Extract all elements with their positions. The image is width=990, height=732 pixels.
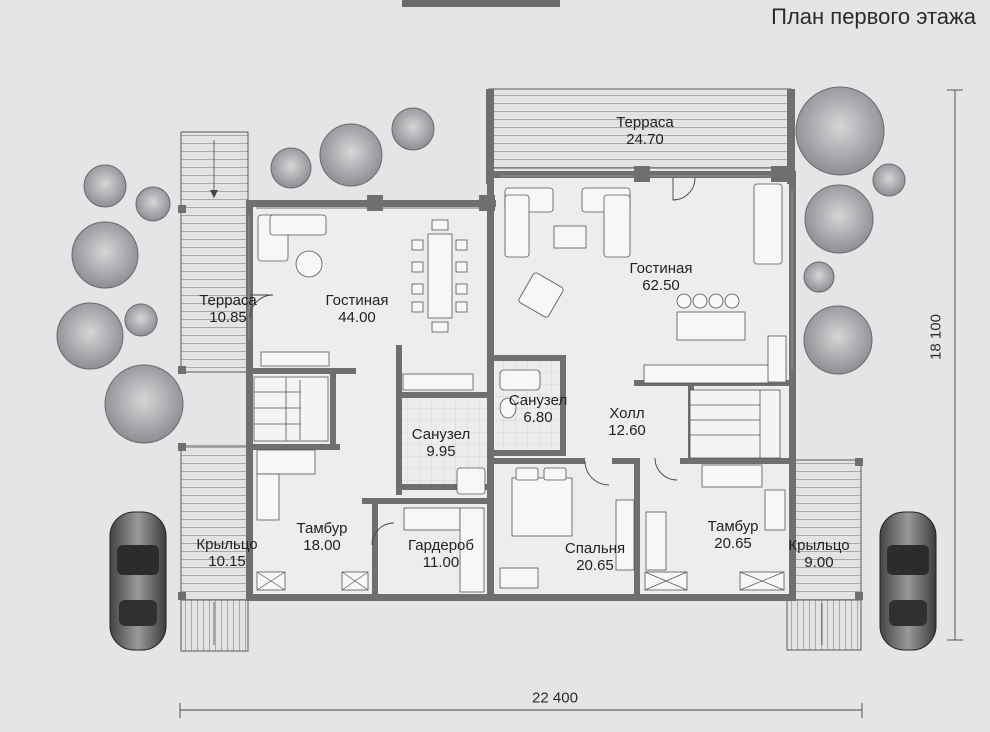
room-area: 62.50 — [642, 277, 680, 294]
room-area: 18.00 — [303, 537, 341, 554]
room-area: 11.00 — [422, 554, 460, 571]
room-area: 20.65 — [714, 535, 752, 552]
room-label-vestibule-left: Тамбур 18.00 — [297, 520, 348, 554]
room-name: Тамбур — [707, 518, 759, 535]
room-name: Тамбур — [296, 520, 348, 537]
dimension-lines — [179, 89, 963, 718]
wall-posts — [178, 166, 863, 600]
room-area: 10.85 — [209, 309, 247, 326]
top-edge-bar — [402, 0, 560, 7]
car-left — [109, 511, 167, 651]
room-name: Крыльцо — [788, 537, 850, 554]
top-terrace-deck — [488, 88, 792, 169]
room-name: Спальня — [564, 540, 626, 557]
room-area: 9.95 — [426, 443, 456, 460]
room-name: Крыльцо — [196, 536, 258, 553]
room-label-terrace-top: Терраса 24.70 — [616, 114, 674, 148]
left-porch-steps — [180, 445, 249, 652]
room-label-porch-left: Крыльцо 10.15 — [196, 536, 257, 570]
room-label-bedroom: Спальня 20.65 — [565, 540, 625, 574]
room-label-porch-right: Крыльцо 9.00 — [788, 537, 849, 571]
room-label-vestibule-right: Тамбур 20.65 — [708, 518, 759, 552]
room-area: 24.70 — [626, 131, 664, 148]
room-name: Гардероб — [408, 537, 474, 554]
room-area: 6.80 — [523, 409, 553, 426]
room-area: 12.60 — [608, 422, 646, 439]
room-label-living-right: Гостиная 62.50 — [630, 260, 693, 294]
room-name: Санузел — [508, 392, 568, 409]
room-area: 44.00 — [338, 309, 376, 326]
cross-marks — [256, 571, 785, 591]
room-name: Терраса — [199, 292, 257, 309]
room-label-bath-small: Санузел 6.80 — [509, 392, 567, 426]
tree-group-left — [56, 107, 435, 444]
room-name: Холл — [609, 405, 645, 422]
room-label-bath-large: Санузел 9.95 — [412, 426, 470, 460]
dimension-width: 22 400 — [532, 689, 578, 707]
room-label-terrace-left: Терраса 10.85 — [199, 292, 257, 326]
plan-title: План первого этажа — [771, 4, 976, 29]
room-area: 9.00 — [804, 554, 834, 571]
room-name: Гостиная — [629, 260, 693, 277]
room-name: Санузел — [411, 426, 471, 443]
room-area: 20.65 — [576, 557, 614, 574]
room-area: 10.15 — [208, 553, 246, 570]
room-label-living-left: Гостиная 44.00 — [326, 292, 389, 326]
room-label-hall: Холл 12.60 — [608, 405, 646, 439]
doors — [249, 177, 696, 546]
stairs-left — [253, 376, 329, 442]
dimension-height: 18 100 — [927, 314, 945, 360]
left-upper-steps — [180, 131, 249, 373]
car-right — [879, 511, 937, 651]
room-name: Гостиная — [325, 292, 389, 309]
room-name: Терраса — [616, 114, 674, 131]
stairs-right — [689, 389, 781, 459]
room-label-wardrobe: Гардероб 11.00 — [408, 537, 474, 571]
right-porch-steps — [786, 459, 862, 651]
tree-group-right — [795, 86, 906, 375]
furniture — [256, 183, 787, 593]
